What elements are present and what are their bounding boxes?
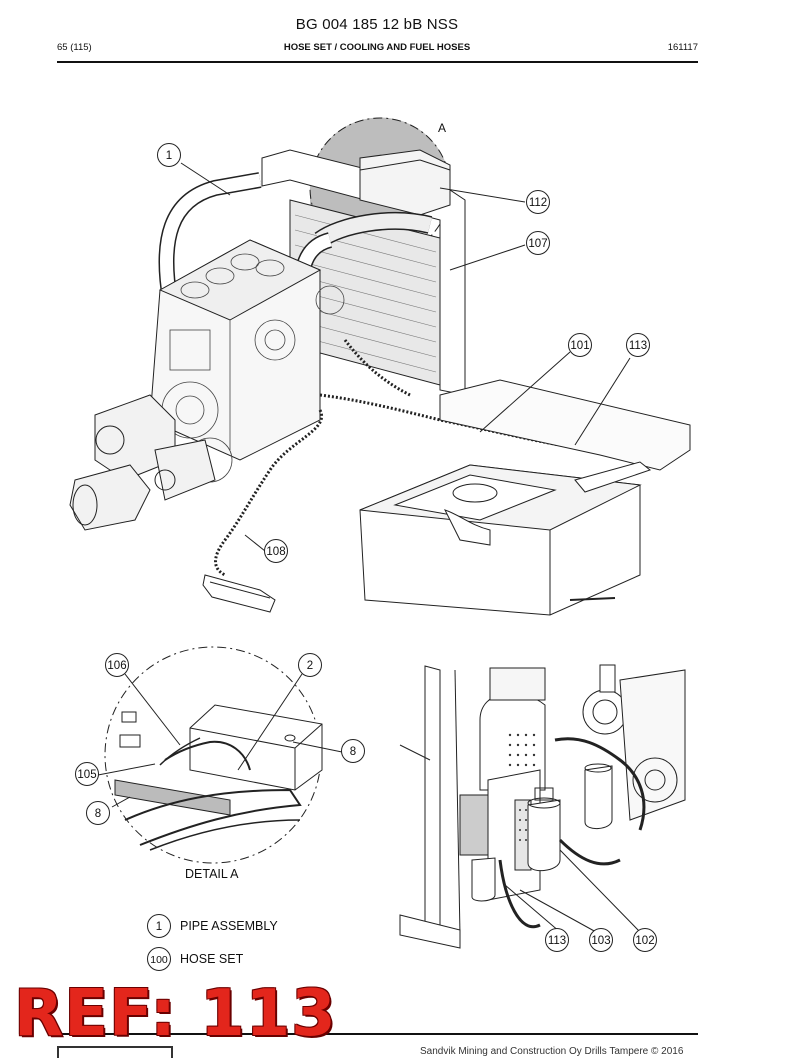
header-rule: [57, 61, 698, 63]
callout-113-filter[interactable]: 113: [545, 928, 569, 952]
document-code: 161117: [667, 42, 698, 53]
main-view-leaders: [180, 162, 631, 552]
document-title: BG 004 185 12 bB NSS: [295, 16, 459, 33]
callout-2[interactable]: 2: [298, 653, 322, 677]
callout-106[interactable]: 106: [105, 653, 129, 677]
callout-108[interactable]: 108: [264, 539, 288, 563]
legend-text: HOSE SET: [180, 952, 244, 966]
main-view: [69, 117, 691, 616]
callout-8-lower[interactable]: 8: [86, 801, 110, 825]
detail-a-caption: DETAIL A: [185, 867, 239, 881]
callout-112[interactable]: 112: [526, 190, 550, 214]
callout-107[interactable]: 107: [526, 231, 550, 255]
callout-8-upper[interactable]: 8: [341, 739, 365, 763]
filter-view-leaders: [504, 849, 641, 933]
callout-103[interactable]: 103: [589, 928, 613, 952]
ref-stamp: REF: 113: [14, 977, 337, 1051]
callout-1[interactable]: 1: [157, 143, 181, 167]
section-title: HOSE SET / COOLING AND FUEL HOSES: [283, 42, 471, 53]
page-number: 65 (115): [57, 42, 92, 53]
detail-a-leaders: [97, 673, 343, 808]
detail-a-view: [104, 646, 323, 864]
legend-item-pipe-assembly: 1 PIPE ASSEMBLY: [147, 914, 278, 938]
legend-text: PIPE ASSEMBLY: [180, 919, 278, 933]
detail-a-marker: A: [438, 121, 447, 135]
callout-101[interactable]: 101: [568, 333, 592, 357]
brand-logo-icon: [57, 1046, 173, 1058]
footer-copyright: Sandvik Mining and Construction Oy Drill…: [420, 1046, 684, 1057]
callout-105[interactable]: 105: [75, 762, 99, 786]
callout-102[interactable]: 102: [633, 928, 657, 952]
legend-number: 100: [147, 947, 171, 971]
legend-number: 1: [147, 914, 171, 938]
legend-item-hose-set: 100 HOSE SET: [147, 947, 243, 971]
callout-113[interactable]: 113: [626, 333, 650, 357]
filter-view: [399, 664, 686, 949]
